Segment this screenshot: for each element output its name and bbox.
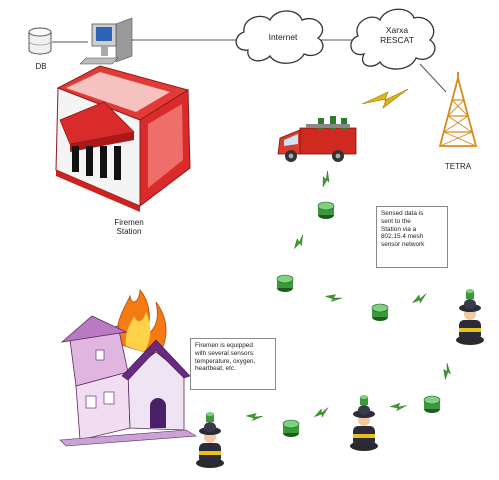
rescat-cloud [350, 8, 436, 70]
radio-link-bolt [443, 363, 451, 381]
sensed-note-line: Station via a [381, 225, 417, 233]
fire-truck-icon [277, 116, 357, 162]
db-label: DB [35, 62, 47, 71]
sensed-note-line: Sensed data is [381, 210, 424, 217]
firemen-station-label-line2: Station [116, 227, 142, 237]
sensed-note-line: sent to the [381, 217, 411, 225]
radio-link-bolt [411, 293, 427, 304]
computer-icon [79, 17, 133, 65]
tetra-label: TETRA [444, 162, 472, 171]
database-icon [28, 27, 52, 55]
radio-link-bolt [322, 171, 330, 188]
fireman-equipment-note: Firemen is equipped with several sensors… [190, 338, 276, 390]
rescat-tetra-line [419, 63, 447, 93]
internet-cloud [235, 10, 324, 64]
tetra-tower-icon [438, 72, 478, 147]
sensed-data-note: Sensed data is sent to the Station via a… [376, 206, 448, 268]
rescat-label-line1: Xarxa [385, 25, 409, 35]
firefighter-icon [456, 289, 484, 345]
radio-link-bolt [324, 294, 342, 302]
internet-label: Internet [268, 32, 298, 42]
rescat-label-line2: RESCAT [380, 34, 414, 45]
tetra-link-bolt [361, 88, 409, 109]
sensor-node-icon [423, 395, 441, 413]
sensor-node-icon [282, 419, 300, 437]
radio-link-bolt [389, 402, 407, 412]
fireman-note-line: Firemen is equipped [195, 342, 253, 349]
firemen-station-icon [55, 65, 191, 212]
sensed-note-line: sensor network [381, 241, 425, 249]
firemen-station-label-line1: Firemen [114, 218, 144, 227]
sensor-node-icon [317, 201, 335, 219]
fireman-note-line: temperature, oxygen, [195, 357, 256, 365]
firefighter-icon [350, 395, 378, 451]
fireman-note-line: with several sensors: [195, 349, 255, 357]
radio-link-bolt [245, 413, 263, 422]
sensed-note-line: 802.15.4 mesh [381, 233, 424, 241]
burning-house-icon [59, 288, 197, 447]
firefighter-icon [196, 412, 224, 468]
sensor-node-icon [371, 303, 389, 321]
firemen-station-label: Firemen Station [94, 218, 164, 236]
rescat-label: Xarxa RESCAT [362, 25, 432, 46]
sensor-node-icon [276, 274, 294, 292]
fireman-note-line: heartbeat, etc. [195, 365, 236, 373]
radio-link-bolt [313, 407, 329, 418]
radio-link-bolt [293, 234, 304, 250]
